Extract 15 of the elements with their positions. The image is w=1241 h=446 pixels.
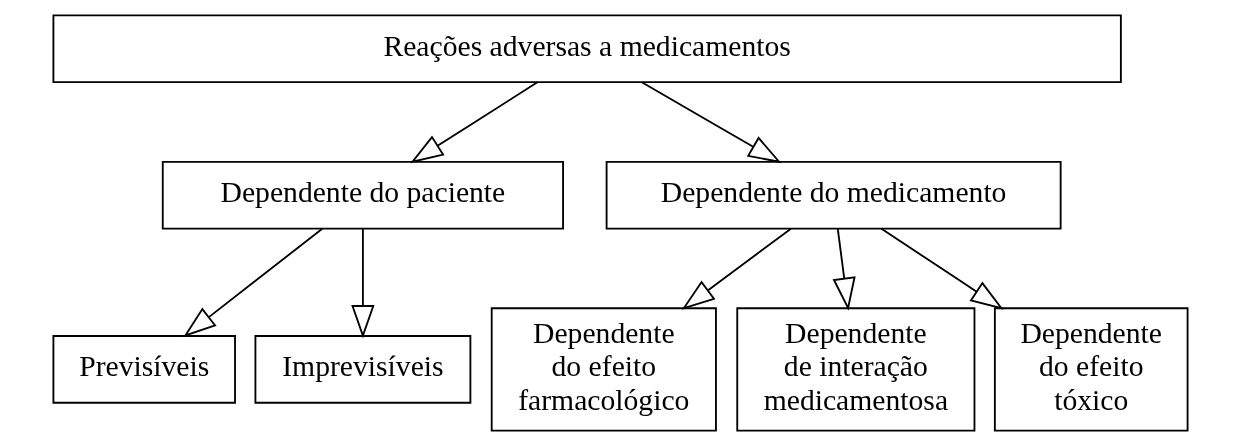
arrow — [351, 228, 375, 339]
node-box: Previsíveis — [52, 335, 236, 404]
node-box: Reações adversas a medicamentos — [52, 14, 1122, 84]
node-box: Dependente do medicamento — [605, 160, 1062, 230]
arrow — [681, 227, 792, 310]
node-box: Dependente do efeito tóxico — [993, 307, 1189, 432]
arrow — [183, 227, 324, 338]
arrow — [410, 81, 539, 164]
arrow — [640, 81, 782, 164]
node-box: Dependente de interação medicamentosa — [736, 307, 976, 432]
node-box: Dependente do paciente — [161, 160, 564, 230]
arrow — [832, 228, 856, 311]
arrow — [880, 227, 1004, 310]
node-box: Imprevisíveis — [254, 335, 472, 404]
node-box: Dependente do efeito farmacológico — [490, 307, 717, 432]
